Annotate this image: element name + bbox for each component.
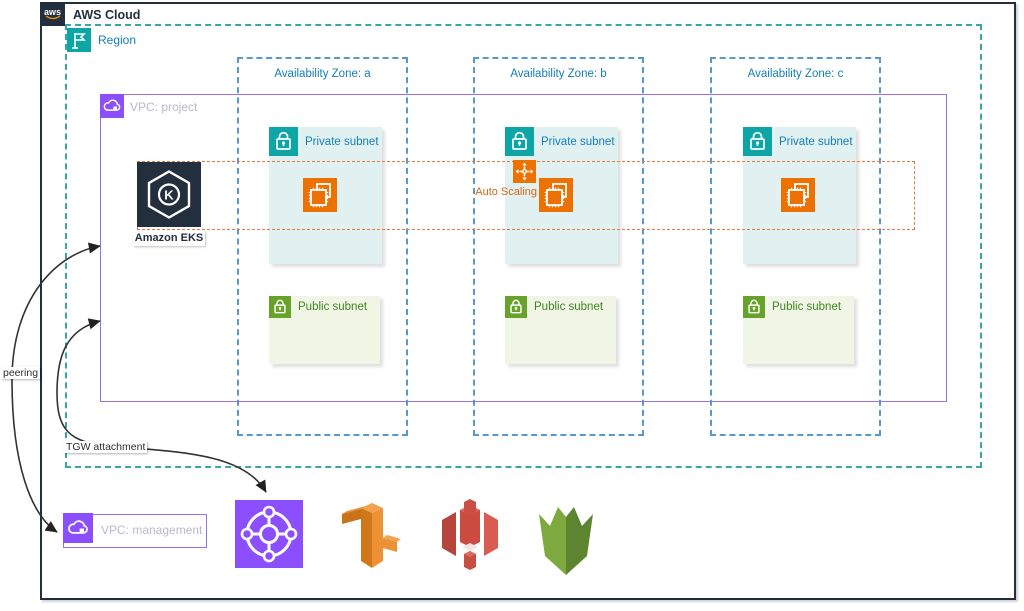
aws-smile-icon: [45, 15, 60, 20]
public-subnet-a: Public subnet: [269, 296, 380, 364]
private-subnet-lock-icon: [505, 127, 534, 156]
auto-scaling-label: Auto Scaling: [475, 186, 537, 198]
aws-cloud-title: AWS Cloud: [73, 8, 141, 22]
eks-label: Amazon EKS: [133, 231, 205, 246]
public-subnet-label: Public subnet: [534, 301, 604, 313]
region-label: Region: [98, 33, 137, 47]
az-a-label: Availability Zone: a: [274, 68, 371, 80]
svg-text:K: K: [164, 188, 174, 203]
availability-zone-a: Availability Zone: a: [237, 57, 408, 436]
waf-shield-3d-icon: [533, 501, 599, 577]
public-subnet-b: Public subnet: [505, 296, 616, 364]
private-subnet-label: Private subnet: [305, 136, 379, 148]
public-subnet-lock-icon: [505, 296, 527, 318]
private-subnet-label: Private subnet: [779, 136, 853, 148]
private-subnet-label: Private subnet: [541, 136, 615, 148]
aws-logo-text: aws: [43, 7, 61, 17]
az-b-label: Availability Zone: b: [510, 68, 607, 80]
availability-zone-b: Availability Zone: b: [473, 57, 644, 436]
ec2-instances-icon: [539, 178, 573, 212]
vpc-management-group: VPC: management: [63, 513, 207, 548]
ec2-instances-icon: [303, 178, 337, 212]
private-subnet-b: Private subnet: [505, 127, 618, 264]
aws-cloud-logo: aws: [40, 2, 65, 26]
private-subnet-lock-icon: [743, 127, 772, 156]
availability-zone-c: Availability Zone: c: [710, 57, 881, 436]
iam-3d-icon: [335, 500, 402, 572]
vpc-management-label: VPC: management: [101, 523, 203, 537]
region-flag-icon: [67, 28, 91, 52]
peering-edge-label: peering: [1, 367, 41, 379]
public-subnet-label: Public subnet: [298, 301, 368, 313]
public-subnet-c: Public subnet: [743, 296, 854, 364]
az-c-label: Availability Zone: c: [747, 68, 844, 80]
vpc-cloud-icon: [100, 94, 124, 118]
vpc-project-label: VPC: project: [130, 100, 198, 114]
private-subnet-lock-icon: [269, 127, 298, 156]
public-subnet-lock-icon: [269, 296, 291, 318]
tgw-attachment-edge-label: TGW attachment: [64, 441, 148, 453]
public-subnet-label: Public subnet: [772, 301, 842, 313]
vpc-cloud-icon: [63, 513, 93, 543]
s3-bucket-3d-icon: [438, 498, 502, 576]
public-subnet-lock-icon: [743, 296, 765, 318]
ec2-instances-icon: [781, 178, 815, 212]
transit-gateway-icon: [235, 500, 303, 568]
auto-scaling-icon: [513, 160, 536, 183]
amazon-eks-icon: K: [137, 162, 201, 227]
